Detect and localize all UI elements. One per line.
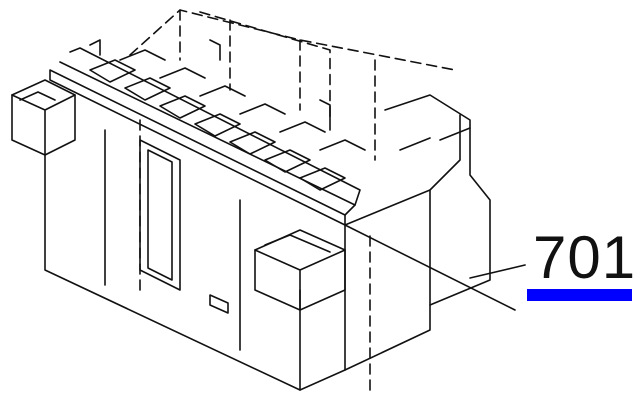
housing-body [44,94,491,391]
right-latch [254,229,346,311]
reference-underline [527,289,632,301]
terminal-cavities [89,39,366,191]
leader-line [344,224,526,311]
reference-numeral: 701 [533,224,637,291]
left-latch [11,79,76,156]
